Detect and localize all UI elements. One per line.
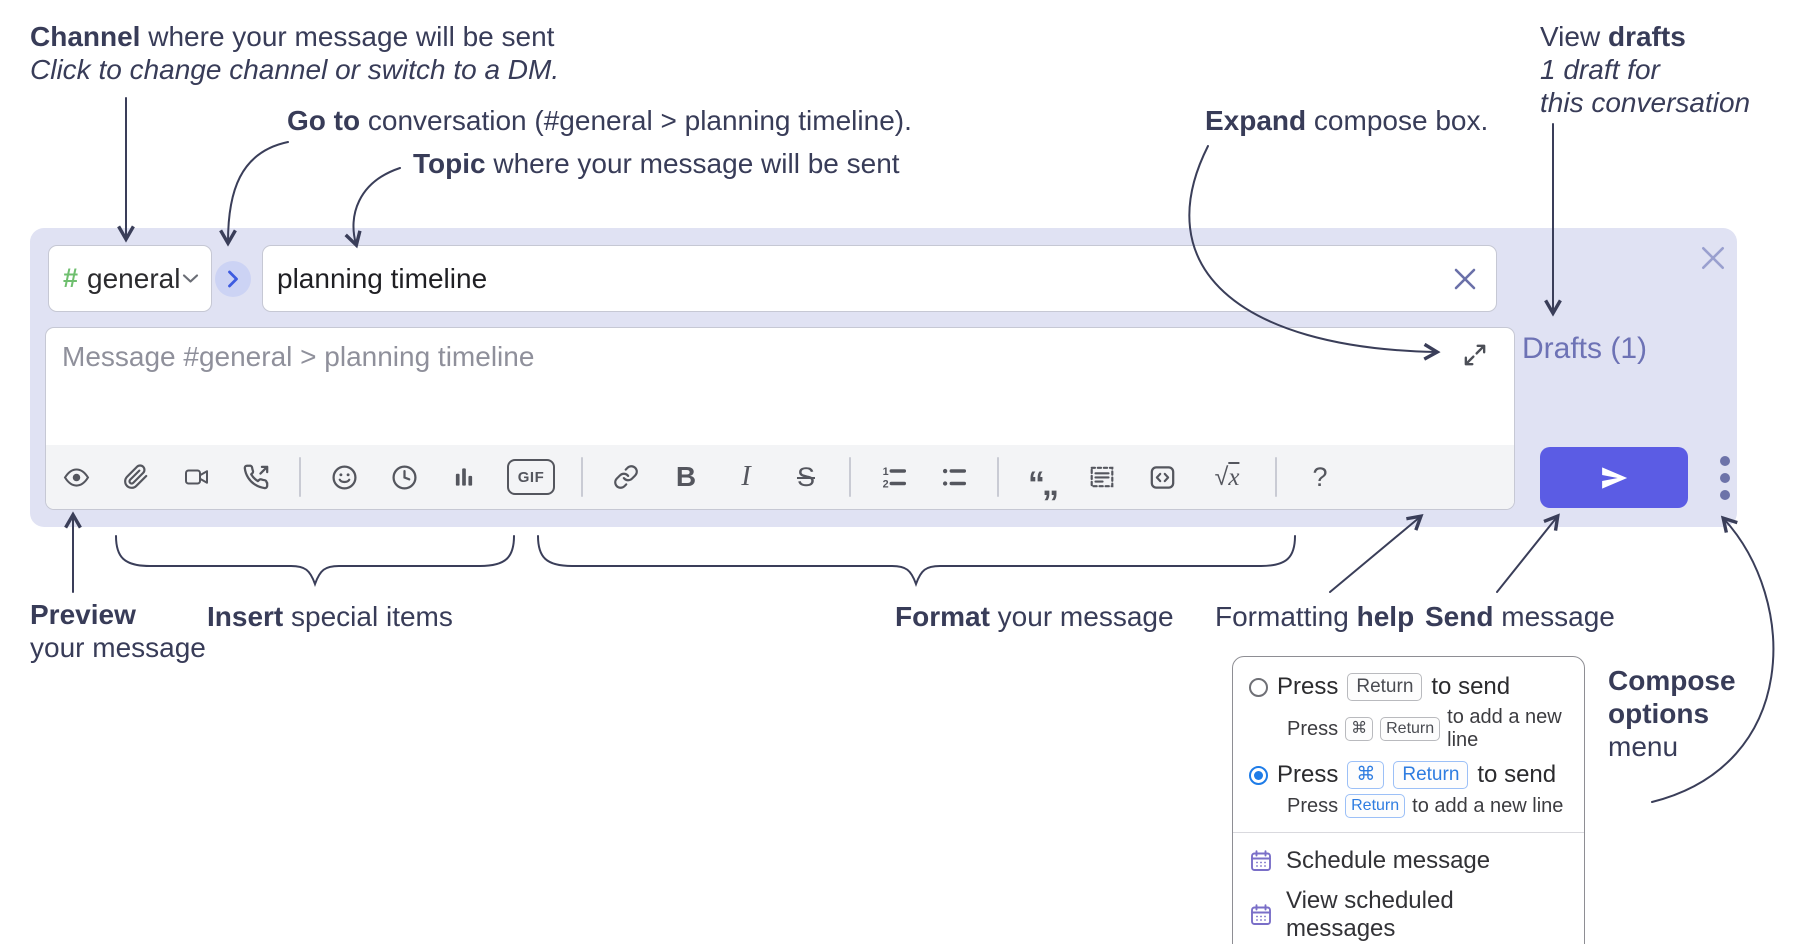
- clock-icon: [391, 464, 417, 490]
- math-button[interactable]: √x: [1205, 456, 1249, 498]
- strikethrough-icon: S: [796, 461, 815, 492]
- question-mark-icon: ?: [1312, 461, 1328, 492]
- video-camera-icon: [184, 469, 208, 485]
- link-button[interactable]: [609, 456, 643, 498]
- quote-button[interactable]: “„: [1025, 456, 1059, 503]
- math-icon: √x: [1214, 462, 1240, 491]
- code-icon: [1150, 465, 1174, 489]
- strikethrough-button[interactable]: S: [789, 456, 823, 498]
- format-annotation: Format your message: [895, 601, 1174, 632]
- ellipsis-icon: [1720, 456, 1730, 466]
- formatting-help-annotation: Formatting help: [1215, 601, 1415, 632]
- channel-hash-icon: #: [63, 263, 79, 293]
- compose-options-button[interactable]: [1716, 456, 1734, 500]
- toolbar-divider: [581, 457, 583, 497]
- bold-button[interactable]: B: [669, 456, 703, 498]
- bulleted-list-icon: [942, 468, 967, 486]
- toolbar-divider: [299, 457, 301, 497]
- channel-annotation: Channel where your message will be sent: [30, 21, 555, 52]
- drafts-annotation: View drafts 1 draft for this conversatio…: [1540, 21, 1751, 118]
- menu-item-view-scheduled[interactable]: View scheduled messages: [1233, 881, 1584, 944]
- eye-icon: [63, 467, 89, 487]
- global-time-button[interactable]: [387, 456, 421, 498]
- spoiler-button[interactable]: [1085, 456, 1119, 498]
- toolbar-divider: [997, 457, 999, 497]
- emoji-button[interactable]: [327, 456, 361, 498]
- close-icon: [1454, 268, 1476, 289]
- code-button[interactable]: [1145, 456, 1179, 498]
- send-button[interactable]: [1540, 447, 1688, 508]
- preview-button[interactable]: [59, 456, 93, 498]
- clear-topic-button[interactable]: [1448, 262, 1482, 296]
- paperclip-icon: [124, 464, 148, 489]
- video-call-button[interactable]: [179, 456, 213, 498]
- chevron-down-icon: [182, 274, 199, 283]
- numbered-list-button[interactable]: 1 2: [877, 456, 911, 498]
- menu-option-cmd-enter-sends-sub: Press Return to add a new line: [1287, 794, 1564, 818]
- poll-button[interactable]: [447, 456, 481, 498]
- radio-unselected-icon[interactable]: [1249, 677, 1268, 697]
- compose-box: # general planning timeline Message #gen…: [30, 228, 1737, 527]
- expand-annotation: Expand compose box.: [1205, 105, 1489, 136]
- bar-chart-icon: [455, 468, 473, 486]
- menu-option-enter-sends-sub: Press ⌘ Return to add a new line: [1287, 706, 1562, 751]
- audio-call-button[interactable]: [239, 456, 273, 498]
- quote-icon: “„: [1028, 465, 1059, 503]
- channel-name: general: [87, 262, 181, 294]
- close-compose-button[interactable]: [1696, 241, 1730, 275]
- attach-file-button[interactable]: [119, 456, 153, 498]
- insert-annotation: Insert special items: [207, 601, 453, 632]
- menu-option-cmd-enter-sends[interactable]: Press ⌘ Return to send: [1233, 758, 1584, 792]
- spoiler-icon: [1090, 466, 1114, 488]
- preview-annotation: Preview your message: [30, 599, 206, 663]
- goto-annotation: Go to conversation (#general > planning …: [287, 105, 912, 136]
- send-annotation: Send message: [1425, 601, 1615, 632]
- gif-button[interactable]: GIF: [507, 456, 555, 498]
- channel-selector[interactable]: # general: [48, 245, 212, 312]
- bulleted-list-button[interactable]: [937, 456, 971, 498]
- compose-options-menu: Press Return to send Press ⌘ Return to a…: [1232, 656, 1585, 944]
- expand-diagonal-arrows-icon: [1464, 344, 1486, 366]
- gif-icon: GIF: [507, 459, 555, 495]
- drafts-link[interactable]: Drafts (1): [1522, 332, 1648, 365]
- toolbar-divider: [1275, 457, 1277, 497]
- phone-outgoing-icon: [243, 464, 268, 489]
- italic-icon: I: [741, 461, 751, 492]
- topic-value: planning timeline: [277, 262, 488, 294]
- toolbar-divider: [849, 457, 851, 497]
- channel-annotation-sub: Click to change channel or switch to a D…: [30, 54, 560, 85]
- svg-text:2: 2: [883, 478, 889, 490]
- link-icon: [614, 465, 638, 489]
- compose-toolbar: GIF B I S 1 2: [46, 445, 1514, 509]
- message-area[interactable]: Message #general > planning timeline: [45, 327, 1515, 510]
- calendar-icon: [1251, 850, 1271, 871]
- bold-icon: B: [675, 461, 697, 492]
- numbered-list-icon: 1 2: [883, 466, 907, 490]
- italic-button[interactable]: I: [729, 456, 763, 498]
- chevron-right-icon: [228, 270, 238, 288]
- message-placeholder: Message #general > planning timeline: [62, 341, 535, 372]
- menu-divider: [1233, 832, 1584, 833]
- menu-item-schedule-message[interactable]: Schedule message: [1233, 841, 1584, 881]
- paper-plane-icon: [1602, 466, 1628, 489]
- menu-option-enter-sends[interactable]: Press Return to send: [1233, 670, 1584, 704]
- close-icon: [1702, 247, 1724, 269]
- compose-options-annotation: Compose options menu: [1608, 665, 1736, 762]
- expand-compose-button[interactable]: [1460, 340, 1490, 370]
- topic-annotation: Topic where your message will be sent: [413, 148, 900, 179]
- formatting-help-button[interactable]: ?: [1303, 456, 1337, 498]
- goto-conversation-button[interactable]: [215, 261, 251, 297]
- svg-text:1: 1: [883, 466, 889, 478]
- topic-input[interactable]: planning timeline: [262, 245, 1497, 312]
- radio-selected-icon[interactable]: [1249, 765, 1268, 785]
- smiley-icon: [331, 464, 357, 490]
- calendar-icon: [1251, 904, 1271, 925]
